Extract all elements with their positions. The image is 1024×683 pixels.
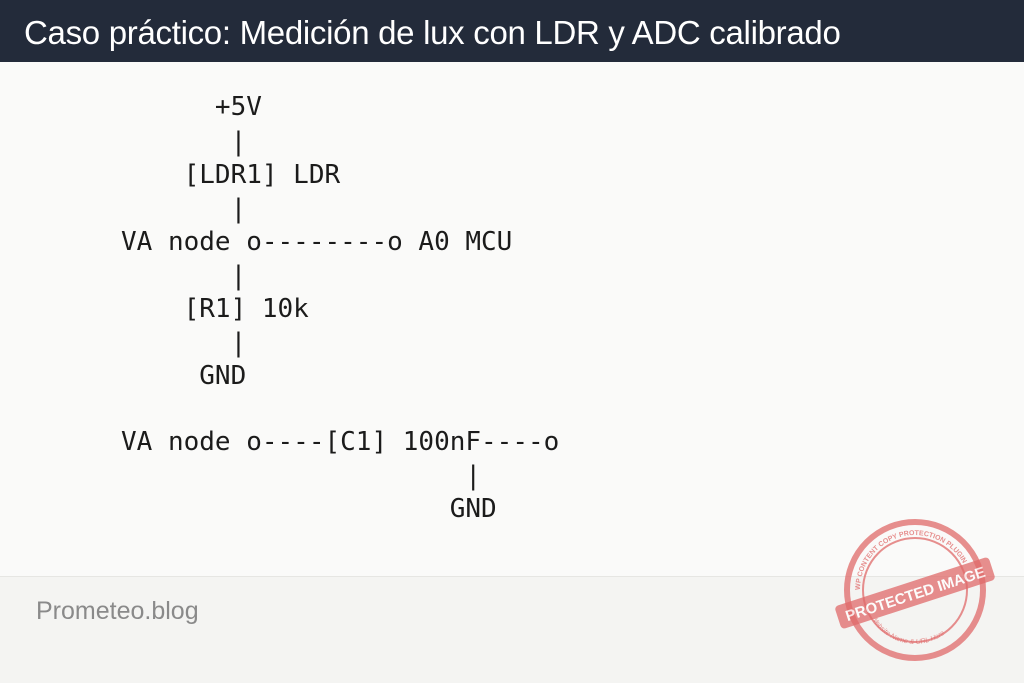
- diagram-line-ldr: [LDR1] LDR: [121, 160, 341, 190]
- site-brand: Prometeo.blog: [36, 597, 199, 625]
- diagram-line-ground: GND: [121, 494, 497, 524]
- diagram-line-capacitor: VA node o----[C1] 100nF----o: [121, 427, 560, 457]
- title-bar: Caso práctico: Medición de lux con LDR y…: [0, 0, 1024, 62]
- diagram-line-wire: |: [121, 194, 247, 224]
- diagram-line-wire: |: [121, 261, 247, 291]
- page-title: Caso práctico: Medición de lux con LDR y…: [24, 14, 841, 51]
- protected-image-stamp-icon: WP CONTENT COPY PROTECTION PLUGIN My Web…: [835, 519, 995, 661]
- diagram-line-supply: +5V: [121, 92, 262, 122]
- footer: Prometeo.blog: [0, 576, 1024, 683]
- diagram-line-resistor: [R1] 10k: [121, 294, 309, 324]
- diagram-line-ground: GND: [121, 361, 247, 391]
- circuit-diagram: +5V | [LDR1] LDR | VA node o--------o A0…: [0, 62, 1024, 576]
- diagram-line-node-a0: VA node o--------o A0 MCU: [121, 227, 513, 257]
- diagram-line-wire: |: [121, 328, 247, 358]
- diagram-line-wire: |: [121, 461, 482, 491]
- diagram-line-wire: |: [121, 127, 247, 157]
